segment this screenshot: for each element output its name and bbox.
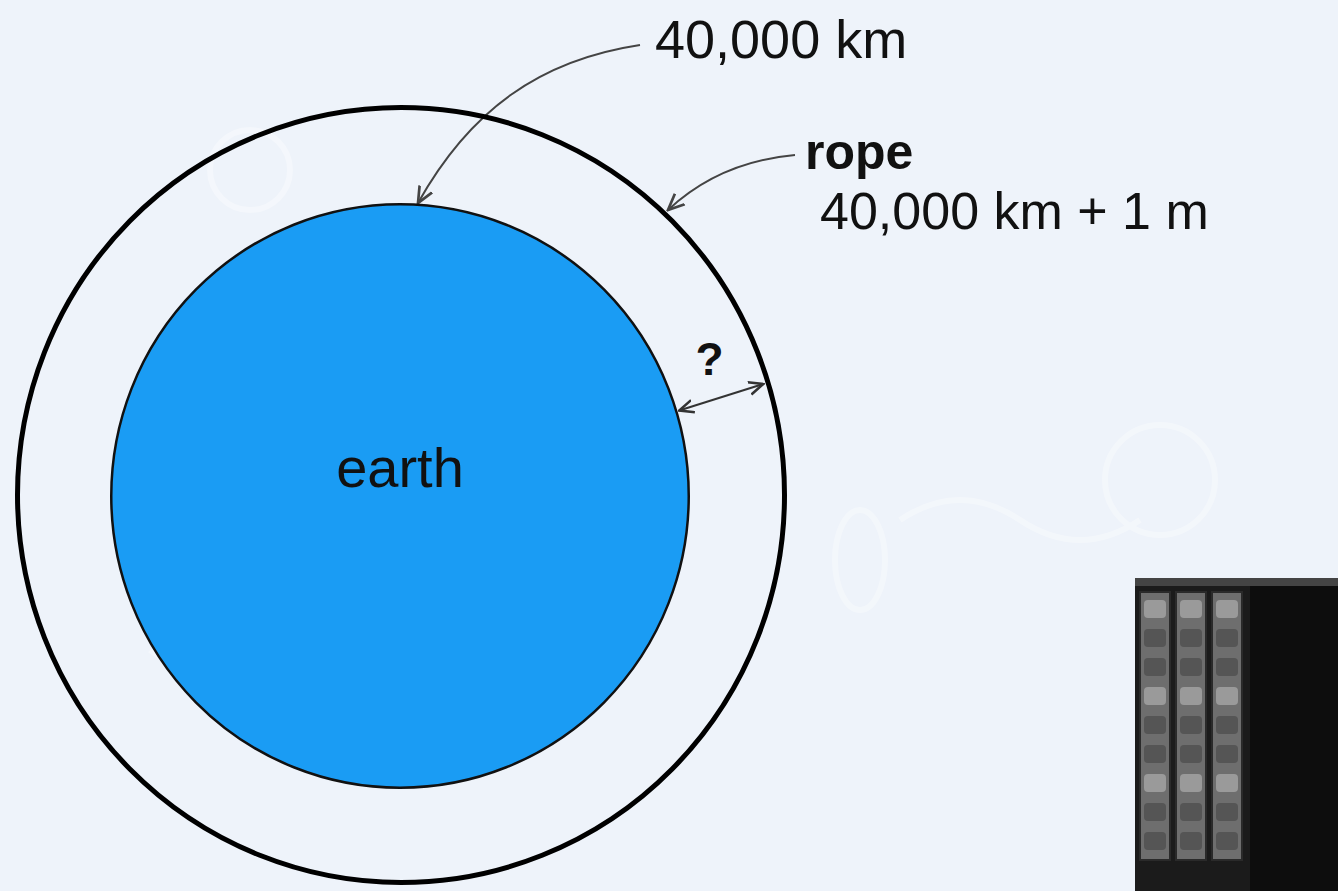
- earth-circle-outline: [110, 203, 690, 789]
- spine-ornament: [1144, 600, 1166, 618]
- spine-ornament: [1144, 658, 1166, 676]
- book-spine: [1140, 592, 1170, 860]
- earth-circle: earth: [110, 203, 690, 789]
- spine-ornament: [1180, 803, 1202, 821]
- spine-ornament: [1180, 832, 1202, 850]
- spine-ornament: [1144, 716, 1166, 734]
- leader-line: [668, 155, 795, 210]
- earth-label: earth: [336, 440, 464, 496]
- spine-ornament: [1180, 658, 1202, 676]
- spine-ornament: [1144, 687, 1166, 705]
- spine-ornament: [1144, 832, 1166, 850]
- book-spine: [1212, 592, 1242, 860]
- spine-ornament: [1216, 716, 1238, 734]
- spine-ornament: [1216, 687, 1238, 705]
- circumference-label: 40,000 km: [655, 12, 907, 66]
- earth-circle: [111, 204, 689, 788]
- spine-ornament: [1216, 774, 1238, 792]
- spine-ornament: [1180, 774, 1202, 792]
- spine-ornament: [1180, 745, 1202, 763]
- spine-ornament: [1144, 774, 1166, 792]
- rope-circle: earthrope40,000 km + 1 m: [15, 105, 787, 885]
- spine-ornament: [1144, 745, 1166, 763]
- book-photo: [1135, 578, 1338, 891]
- spine-ornament: [1144, 803, 1166, 821]
- leader-line: [418, 45, 640, 203]
- spine-ornament: [1180, 600, 1202, 618]
- spine-ornament: [1180, 629, 1202, 647]
- spine-ornament: [1216, 629, 1238, 647]
- spine-ornament: [1180, 687, 1202, 705]
- spine-ornament: [1216, 600, 1238, 618]
- spine-ornament: [1216, 745, 1238, 763]
- book-spine: [1176, 592, 1206, 860]
- spine-ornament: [1180, 716, 1202, 734]
- spine-ornament: [1144, 629, 1166, 647]
- gap-arrow: [679, 384, 763, 410]
- spine-ornament: [1216, 803, 1238, 821]
- rope-circle: [18, 108, 785, 883]
- rope-label: rope: [805, 127, 913, 177]
- rope-length: 40,000 km + 1 m: [820, 185, 1209, 237]
- unknown-gap-label: ?: [694, 336, 726, 382]
- spine-ornament: [1216, 832, 1238, 850]
- spine-ornament: [1216, 658, 1238, 676]
